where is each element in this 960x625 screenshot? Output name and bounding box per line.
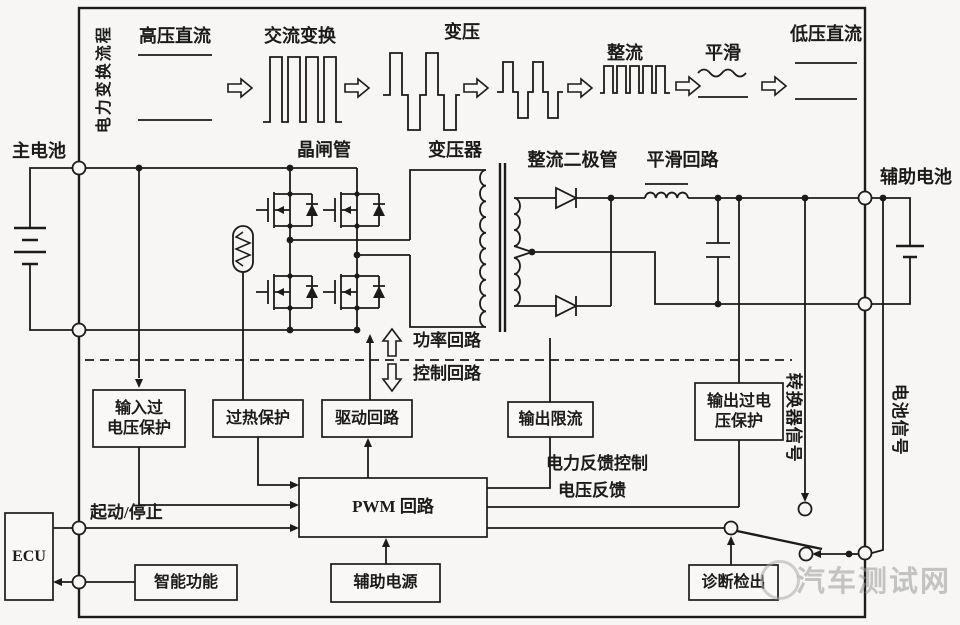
- output-ovp-box: [694, 382, 784, 441]
- power-loop-arrow-icon: [381, 327, 403, 357]
- stage-ac-conv: 交流变换: [264, 26, 336, 46]
- control-wiring: [53, 437, 740, 590]
- block-output-ovp: 输出过电 压保护: [706, 393, 771, 430]
- label-converter-signal: 转换器信号: [783, 372, 803, 463]
- block-boxes: [4, 382, 784, 603]
- input-ovp-box: [92, 389, 186, 448]
- stage-lv-dc: 低压直流: [790, 24, 862, 44]
- block-ecu: ECU: [12, 547, 46, 565]
- rectified-wave-symbol: [600, 65, 670, 94]
- out-limit-box: [507, 401, 594, 438]
- aux-power-box: [330, 563, 441, 603]
- converter-signal-line: [797, 198, 813, 517]
- label-control-loop: 控制回路: [413, 364, 481, 383]
- label-rect-diode: 整流二极管: [527, 150, 618, 170]
- stage-transform: 变压: [444, 22, 480, 42]
- lv-dc-symbol: [795, 62, 857, 100]
- transformer-symbol: [409, 163, 536, 332]
- label-thyristor: 晶闸管: [297, 140, 351, 160]
- flow-arrow-icon: [227, 77, 254, 99]
- process-waveforms: [138, 52, 857, 131]
- diagnostic-switch: [723, 520, 873, 565]
- block-pwm: PWM 回路: [352, 497, 434, 517]
- smoothing-circuit: [644, 183, 858, 308]
- overheat-box: [212, 399, 304, 438]
- stage-hv-dc: 高压直流: [139, 26, 211, 46]
- block-drive: 驱动回路: [334, 409, 399, 427]
- stage-rectify: 整流: [607, 43, 643, 63]
- watermark-logo-icon: [760, 560, 800, 600]
- square-wave-symbol: [263, 56, 342, 123]
- pwm-box: [298, 477, 488, 538]
- label-power-loop: 功率回路: [413, 331, 481, 350]
- label-voltage-feedback: 电压反馈: [558, 481, 626, 500]
- label-power-feedback: 电力反馈控制: [546, 454, 648, 473]
- smoothed-wave-symbol: [697, 68, 748, 98]
- flow-arrow-icon: [675, 75, 702, 97]
- label-smooth-circuit: 平滑回路: [646, 150, 719, 170]
- label-start-stop: 起动/停止: [90, 503, 163, 522]
- flow-arrow-icon: [761, 75, 788, 97]
- label-aux-battery: 辅助电池: [880, 167, 952, 187]
- flow-arrow-icon: [344, 77, 371, 99]
- bipolar-wave-small-symbol: [497, 61, 563, 119]
- drive-to-bridge-arrow: [366, 334, 374, 400]
- flow-arrow-icon: [463, 77, 490, 99]
- rectifier-diodes: [514, 186, 858, 318]
- flow-title-vertical: 电力变换流程: [95, 25, 113, 134]
- block-overheat: 过热保护: [225, 409, 290, 427]
- label-main-battery: 主电池: [12, 141, 66, 161]
- smart-box: [134, 564, 238, 601]
- stage-smooth: 平滑: [705, 43, 741, 63]
- block-smart: 智能功能: [153, 573, 218, 591]
- block-input-ovp: 输入过 电压保护: [106, 400, 171, 437]
- block-diag: 诊断检出: [701, 573, 766, 591]
- hv-dc-symbol: [138, 54, 212, 121]
- battery-signal-line: [871, 198, 884, 554]
- control-loop-arrow-icon: [381, 363, 403, 393]
- block-aux-power: 辅助电源: [353, 574, 418, 592]
- label-transformer: 变压器: [428, 140, 482, 160]
- bipolar-wave-symbol: [383, 52, 460, 131]
- watermark-text: 汽车测试网: [796, 566, 952, 598]
- block-out-limit: 输出限流: [518, 410, 583, 428]
- aux-battery-symbol: [857, 190, 924, 312]
- thyristor-bridge: [86, 164, 410, 334]
- label-battery-signal: 电池信号: [889, 383, 909, 456]
- main-battery-symbol: [14, 160, 87, 338]
- watermark: 汽车测试网: [752, 552, 952, 612]
- thermistor-sensor: [232, 225, 254, 400]
- drive-box: [321, 399, 413, 438]
- input-ovp-sense-line: [135, 168, 143, 388]
- flow-arrow-icon: [567, 77, 594, 99]
- converter-enclosure: [77, 6, 867, 619]
- ecu-box: [4, 512, 54, 601]
